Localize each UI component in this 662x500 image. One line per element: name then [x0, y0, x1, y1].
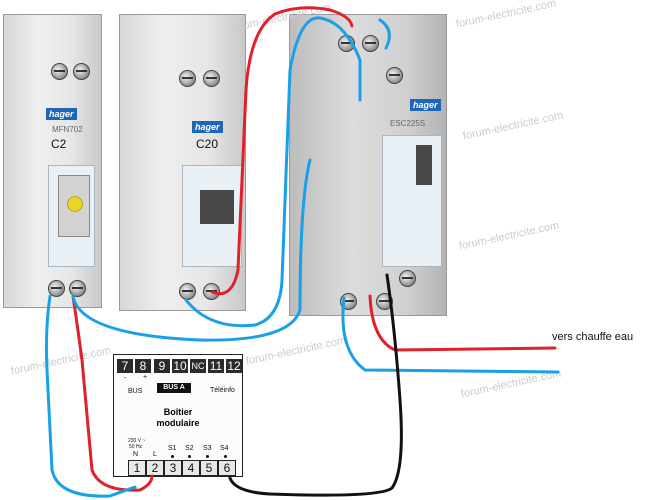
terminal-4: 4	[182, 460, 200, 476]
signal-wire	[228, 273, 403, 497]
terminal-2: 2	[146, 460, 164, 476]
terminal-3: 3	[164, 460, 182, 476]
breaker-handle	[58, 175, 90, 237]
screw-icon	[203, 70, 220, 87]
label-s2: S2	[185, 445, 194, 452]
contactor-lever	[416, 145, 432, 185]
model-label: MFN702	[52, 125, 83, 134]
modular-box: 7 8 9 10 NC 11 12 - + BUS BUS A Téléinfo…	[113, 354, 243, 477]
breaker-c2: hager MFN702 C2	[3, 14, 102, 308]
rating-label: C20	[196, 137, 219, 151]
screw-icon	[51, 63, 68, 80]
terminal-7: 7	[117, 359, 133, 373]
neutral-wire	[341, 296, 560, 374]
terminal-5: 5	[200, 460, 218, 476]
screw-icon	[69, 280, 86, 297]
neutral-wire	[184, 16, 362, 328]
brand-label: hager	[46, 108, 77, 120]
terminal-11: 11	[208, 359, 224, 373]
module-title-line2: modulaire	[156, 418, 200, 428]
plus-label: +	[143, 374, 148, 381]
output-label: vers chauffe eau	[552, 331, 634, 343]
phase-wire	[210, 6, 354, 296]
neutral-wire	[44, 294, 137, 498]
screw-icon	[386, 67, 403, 84]
breaker-c20: hager C20	[119, 14, 246, 311]
screw-icon	[48, 280, 65, 297]
neutral-wire	[378, 18, 391, 50]
terminal-9: 9	[154, 359, 170, 373]
teleinfo-label: Téléinfo	[210, 387, 235, 394]
minus-label: -	[124, 375, 127, 382]
contactor-esc225s: hager ESC225S	[289, 14, 447, 316]
terminal-nc: NC	[190, 359, 206, 373]
contactor-window	[382, 135, 442, 267]
terminal-dot	[206, 455, 209, 458]
model-label: ESC225S	[390, 119, 426, 128]
terminal-6: 6	[218, 460, 236, 476]
terminal-dot	[171, 455, 174, 458]
label-s1: S1	[168, 445, 177, 452]
phase-wire	[368, 294, 557, 352]
rating-label: C2	[51, 137, 67, 151]
label-l: L	[153, 451, 157, 458]
supply-label: 50 Hz	[129, 444, 143, 450]
terminal-dot	[188, 455, 191, 458]
screw-icon	[179, 70, 196, 87]
label-s4: S4	[220, 445, 229, 452]
screw-icon	[73, 63, 90, 80]
terminal-dot	[224, 455, 227, 458]
neutral-wire	[71, 158, 312, 342]
breaker-lever	[200, 190, 234, 224]
phase-wire	[71, 294, 154, 492]
supply-label: 230 V ~	[128, 438, 146, 444]
bus-label: BUS	[128, 388, 143, 395]
brand-label: hager	[410, 99, 441, 111]
label-s3: S3	[203, 445, 212, 452]
terminal-1: 1	[128, 460, 146, 476]
indicator-dot	[67, 196, 83, 212]
module-title-line1: Boîtier	[163, 407, 193, 417]
terminal-10: 10	[172, 359, 188, 373]
screw-icon	[179, 283, 196, 300]
label-n: N	[133, 451, 139, 458]
terminal-12: 12	[226, 359, 242, 373]
screw-icon	[399, 270, 416, 287]
terminal-8: 8	[135, 359, 151, 373]
bus-a-label: BUS A	[157, 383, 191, 393]
brand-label: hager	[192, 121, 223, 133]
screw-icon	[362, 35, 379, 52]
